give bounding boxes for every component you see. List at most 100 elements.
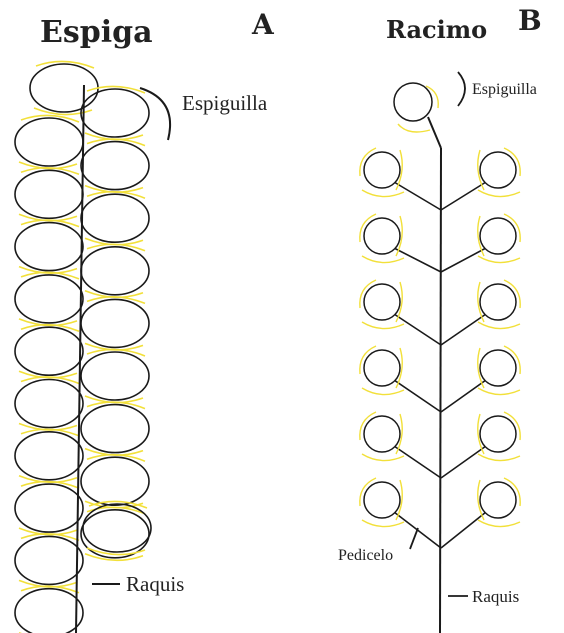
panel-a-spikelet-ellipse (81, 247, 149, 295)
panel-a-spikelet-ellipse (15, 380, 83, 428)
panel-a-rachis-label: Raquis (126, 572, 184, 596)
panel-b-pedicel (394, 380, 441, 412)
panel-b-glume (478, 454, 520, 461)
panel-a-spikelet-ellipse (81, 89, 149, 137)
panel-b-spikelet-circle (480, 218, 516, 254)
panel-a-spikelet (81, 244, 149, 297)
panel-b-spikelet (478, 478, 520, 527)
panel-b-letter: B (518, 4, 542, 37)
panel-a-spikelet-ellipse (15, 432, 83, 480)
panel-a-spikelet (15, 115, 83, 168)
panel-b-spikelet (360, 412, 404, 461)
panel-b-spikelet (478, 148, 520, 197)
panel-a-spikelet-ellipse (15, 118, 83, 166)
panel-b-spikelet (360, 346, 404, 395)
panel-a-spikelet-ellipse (30, 64, 98, 112)
panel-b-glume (362, 322, 404, 329)
panel-b: Racimo B Espiguilla Pedicelo Raquis (338, 4, 542, 633)
panel-a-spikelet (15, 377, 83, 430)
panel-a-spikelet-ellipse (15, 589, 83, 633)
panel-b-pedicel (441, 248, 486, 272)
panel-a-spikelet (15, 586, 83, 633)
panel-b-spikelet-circle (364, 350, 400, 386)
panel-a-spikelet-ellipse (81, 405, 149, 453)
panel-b-spikelet-bracket (458, 72, 465, 106)
panel-a-spikelet (81, 86, 149, 139)
panel-a-title: Espiga (40, 15, 153, 50)
panel-b-spikelet (360, 478, 404, 527)
panel-b-spikelet (360, 214, 404, 263)
panel-a-spikelet (15, 325, 83, 378)
panel-a-spikelet-ellipse (15, 170, 83, 218)
panel-a-spikelet (15, 534, 83, 587)
panel-b-spikelet-circle (480, 350, 516, 386)
panel-b-pedicel (394, 248, 441, 272)
panel-a-spikelet-ellipse (15, 484, 83, 532)
panel-b-spikelet-circle (364, 416, 400, 452)
panel-a-spikelet (15, 482, 83, 535)
panel-a-spikelet-ellipse (15, 536, 83, 584)
panel-a-spikelet-ellipse (15, 275, 83, 323)
panel-a-spikelet-ellipse (81, 194, 149, 242)
panel-b-spikelet-circle (364, 218, 400, 254)
panel-b-spikelet (360, 280, 404, 329)
panel-b-pedicel (394, 314, 441, 345)
panel-a-spikelet-ellipse (81, 457, 149, 505)
panel-a-spikelet (81, 349, 149, 402)
panel-b-spikelet-circle (480, 152, 516, 188)
panel-b-pedicel (441, 314, 486, 345)
panel-a-spikelet (15, 168, 83, 221)
panel-b-pedicel (441, 446, 486, 478)
panel-b-rachis-label: Raquis (472, 587, 519, 606)
panel-a-spikelet-ellipse (15, 223, 83, 271)
panel-b-pedicel-label: Pedicelo (338, 547, 393, 564)
panel-b-glume (362, 454, 404, 461)
panel-b-glume (362, 190, 404, 197)
panel-a-spikelet-bracket (140, 88, 170, 140)
panel-a-spikelet (15, 429, 83, 482)
panel-b-glume (362, 388, 404, 395)
panel-b-spikelet-circle (480, 416, 516, 452)
panel-b-spikelet (478, 280, 520, 329)
panel-b-pedicel (441, 380, 486, 412)
panel-b-spikelet-circle (364, 284, 400, 320)
panel-b-glume (362, 256, 404, 263)
panel-a-spikelet-ellipse (15, 327, 83, 375)
panel-b-pedicel (394, 182, 441, 210)
panel-b-spikelet-circle (364, 152, 400, 188)
panel-a-spikelet-label: Espiguilla (182, 91, 268, 115)
panel-a-spikelet (81, 192, 149, 245)
panel-b-rachis (440, 148, 441, 633)
panel-b-terminal-pedicel (428, 117, 441, 148)
panel-b-glume (478, 256, 520, 263)
panel-b-glume (478, 190, 520, 197)
panel-b-spikelet-circle (480, 482, 516, 518)
panel-b-glume (398, 124, 430, 132)
panel-a-spikelet (15, 272, 83, 325)
panel-a-spikelet-ellipse (81, 352, 149, 400)
panel-a-spikelet (30, 61, 98, 114)
panel-a-spikelet-ellipse (81, 510, 149, 558)
panel-a-spikelet (81, 297, 149, 350)
panel-b-spikelet (360, 148, 404, 197)
panel-b-spikelet-label: Espiguilla (472, 81, 537, 98)
panel-b-pedicel (441, 182, 486, 210)
panel-a-letter: A (251, 8, 275, 41)
panel-a-spikelet-ellipse (83, 504, 151, 552)
panel-b-spikelet-circle (364, 482, 400, 518)
panel-a: Espiga A Espiguilla Raquis (15, 8, 275, 633)
panel-b-spikelet-circle (394, 83, 432, 121)
panel-a-spikelet (81, 139, 149, 192)
panel-a-spikelet (81, 455, 149, 508)
panel-a-spikelet-ellipse (81, 299, 149, 347)
panel-a-spikelet (81, 402, 149, 455)
panel-a-spikelet-ellipse (81, 142, 149, 190)
panel-a-spikelet (15, 220, 83, 273)
panel-b-pedicel-pointer (410, 528, 418, 549)
panel-b-glume (478, 388, 520, 395)
panel-b-pedicel (394, 446, 441, 478)
panel-b-pedicel (441, 512, 486, 548)
panel-b-glume (362, 520, 404, 527)
panel-b-glume (478, 322, 520, 329)
